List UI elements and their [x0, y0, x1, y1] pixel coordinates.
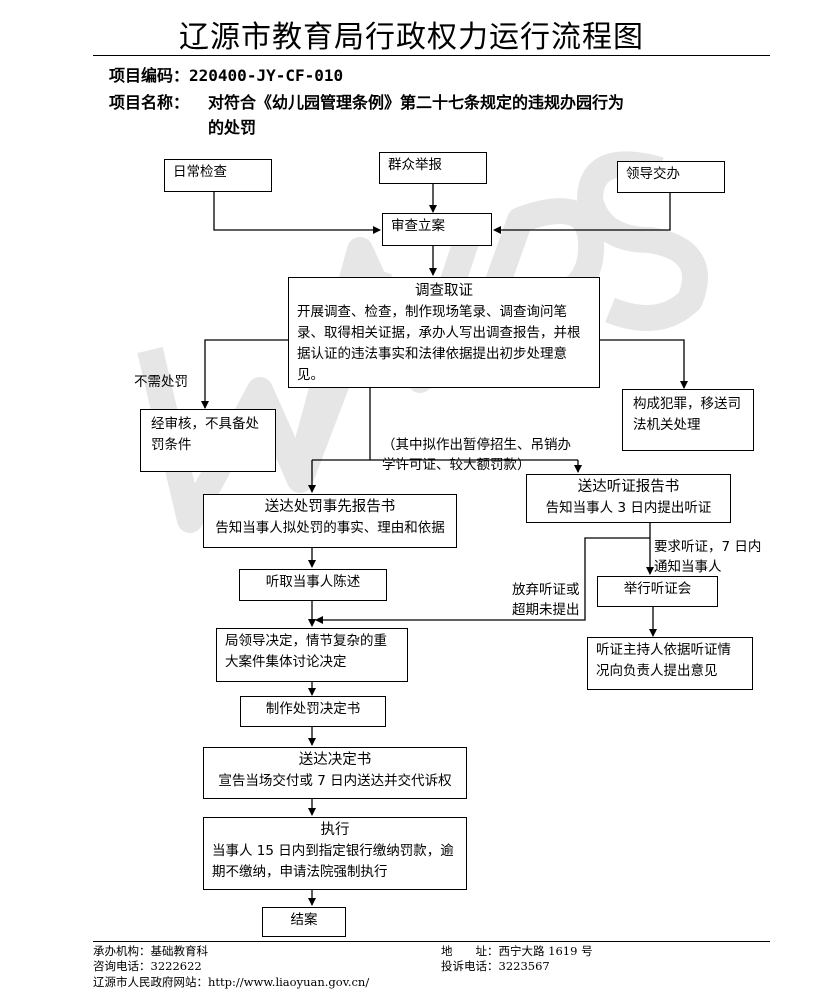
node-public-report-label: 群众举报	[388, 157, 442, 173]
node-hearing-notice-body: 告知当事人 3 日内提出听证	[545, 500, 712, 516]
node-listen-statement: 听取当事人陈述	[239, 569, 387, 601]
footer-complaint-value: 3223567	[498, 959, 550, 973]
node-investigate-title: 调查取证	[415, 283, 473, 299]
footer-org-label: 承办机构：	[93, 944, 151, 958]
footer-address: 地 址：西宁大路 1619 号	[441, 944, 593, 958]
note-waive-line2: 超期未提出	[512, 602, 580, 618]
node-execute: 执行 当事人 15 日内到指定银行缴纳罚款，逾期不缴纳，申请法院强制执行	[203, 817, 467, 890]
node-penalty-notice-title: 送达处罚事先报告书	[264, 499, 396, 515]
node-investigate: 调查取证 开展调查、检查，制作现场笔录、调查询问笔录、取得相关证据，承办人写出调…	[288, 277, 600, 388]
project-name-label: 项目名称：	[109, 93, 190, 112]
footer-complaint-label: 投诉电话：	[441, 959, 499, 973]
note-waive-hearing: 放弃听证或 超期未提出	[512, 580, 580, 620]
footer-phone-value: 3222622	[150, 959, 202, 973]
project-code-row: 项目编码：220400-JY-CF-010	[109, 62, 343, 86]
project-name-line2: 的处罚	[208, 118, 257, 137]
node-hold-hearing-label: 举行听证会	[623, 581, 692, 597]
node-no-case-label: 经审核，不具备处罚条件	[151, 416, 259, 453]
header-rule	[93, 55, 770, 56]
node-investigate-body: 开展调查、检查，制作现场笔录、调查询问笔录、取得相关证据，承办人写出调查报告，并…	[297, 304, 581, 383]
node-make-decision: 制作处罚决定书	[240, 696, 386, 727]
footer-org: 承办机构：基础教育科	[93, 944, 208, 958]
node-host-opinion: 听证主持人依据听证情况向负责人提出意见	[587, 637, 753, 690]
footer-phone-label: 咨询电话：	[93, 959, 151, 973]
page-title: 辽源市教育局行政权力运行流程图	[179, 20, 644, 55]
note-serious-penalty: （其中拟作出暂停招生、吊销办学许可证、较大额罚款）	[382, 437, 571, 473]
node-penalty-notice: 送达处罚事先报告书 告知当事人拟处罚的事实、理由和依据	[203, 494, 457, 548]
node-leader-decision-label: 局领导决定，情节复杂的重大案件集体讨论决定	[225, 633, 387, 670]
node-file-case: 审查立案	[382, 213, 492, 246]
footer-website-link[interactable]: http://www.liaoyuan.gov.cn/	[208, 975, 370, 989]
node-execute-title: 执行	[320, 822, 350, 838]
node-host-opinion-label: 听证主持人依据听证情况向负责人提出意见	[596, 642, 731, 679]
footer-website: 辽源市人民政府网站：http://www.liaoyuan.gov.cn/	[93, 975, 369, 989]
node-hearing-notice-title: 送达听证报告书	[577, 479, 680, 495]
node-listen-statement-label: 听取当事人陈述	[265, 574, 361, 590]
node-daily-check-label: 日常检查	[173, 164, 227, 180]
node-execute-body: 当事人 15 日内到指定银行缴纳罚款，逾期不缴纳，申请法院强制执行	[212, 843, 454, 880]
node-leader-assign-label: 领导交办	[626, 166, 680, 182]
node-make-decision-label: 制作处罚决定书	[265, 701, 361, 717]
node-hold-hearing: 举行听证会	[597, 576, 718, 607]
node-deliver-title: 送达决定书	[298, 752, 372, 768]
node-hearing-notice: 送达听证报告书 告知当事人 3 日内提出听证	[526, 474, 731, 523]
node-daily-check: 日常检查	[164, 159, 272, 192]
note-request-hearing-line2: 通知当事人	[654, 559, 722, 575]
node-file-case-label: 审查立案	[391, 218, 445, 234]
note-request-hearing-line1: 要求听证，7 日内	[654, 539, 762, 555]
note-request-hearing: 要求听证，7 日内 通知当事人	[654, 537, 761, 577]
node-deliver-decision: 送达决定书 宣告当场交付或 7 日内送达并交代诉权	[203, 747, 467, 799]
footer-address-value: 西宁大路 1619 号	[498, 944, 593, 958]
footer-org-value: 基础教育科	[150, 944, 209, 958]
project-code-label: 项目编码：	[109, 66, 190, 85]
node-public-report: 群众举报	[379, 152, 487, 184]
node-close-case-label: 结案	[290, 912, 318, 928]
node-crime: 构成犯罪，移送司法机关处理	[622, 389, 754, 451]
footer-phone: 咨询电话：3222622	[93, 959, 202, 973]
note-no-penalty: 不需处罚	[134, 374, 188, 390]
node-close-case: 结案	[262, 907, 346, 937]
node-leader-assign: 领导交办	[617, 161, 725, 193]
footer-website-label: 辽源市人民政府网站：	[93, 975, 208, 989]
footer-address-label: 地 址：	[441, 944, 499, 958]
node-crime-label: 构成犯罪，移送司法机关处理	[633, 396, 741, 433]
project-code: 220400-JY-CF-010	[189, 66, 344, 85]
node-deliver-body: 宣告当场交付或 7 日内送达并交代诉权	[218, 773, 452, 789]
node-penalty-notice-body: 告知当事人拟处罚的事实、理由和依据	[215, 520, 445, 536]
node-leader-decision: 局领导决定，情节复杂的重大案件集体讨论决定	[216, 628, 408, 682]
footer-complaint: 投诉电话：3223567	[441, 959, 550, 973]
note-waive-line1: 放弃听证或	[512, 582, 580, 598]
footer-rule	[93, 941, 770, 942]
project-name-line1: 对符合《幼儿园管理条例》第二十七条规定的违规办园行为	[208, 93, 625, 112]
node-no-case: 经审核，不具备处罚条件	[140, 409, 276, 472]
